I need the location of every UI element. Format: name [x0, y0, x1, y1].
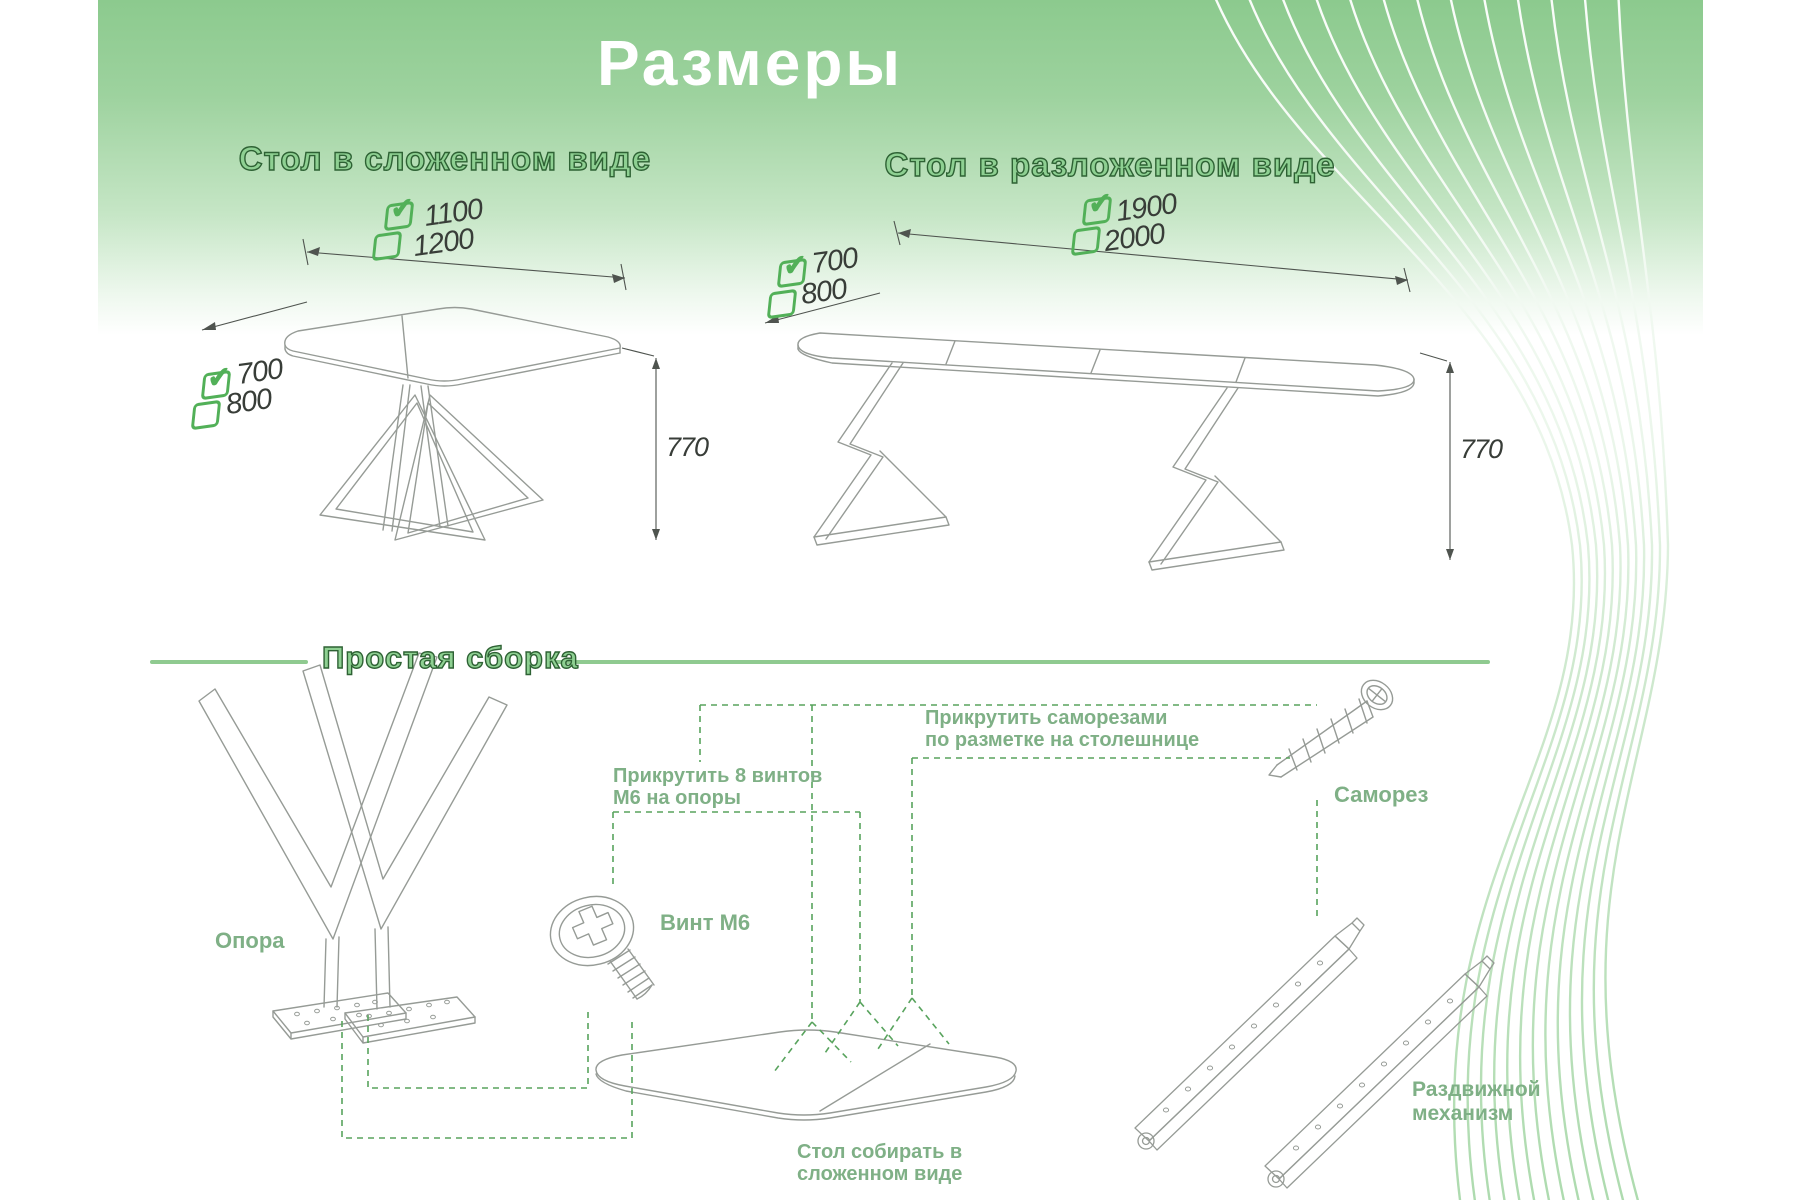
folded-depth-800-value: 800: [223, 383, 274, 422]
assembly-divider-left: [150, 660, 308, 664]
unfolded-section-heading: Стол в разложенном виде: [884, 145, 1336, 183]
support-label: Опора: [215, 928, 285, 953]
folded-height-value: 770: [666, 432, 709, 462]
note-screws: Прикрутить саморезами по разметке на сто…: [925, 707, 1200, 751]
bolt-m6-drawing: [549, 895, 655, 1000]
note-bolts: Прикрутить 8 винтов М6 на опоры: [613, 765, 823, 809]
screw-drawing: [1268, 679, 1394, 778]
page-title: Размеры: [596, 27, 904, 99]
assembly-heading: Простая сборка: [321, 639, 579, 675]
unfolded-table-drawing: [764, 220, 1454, 571]
unfolded-depth-800-value: 800: [798, 273, 849, 312]
bolt-label: Винт М6: [660, 910, 751, 935]
background-gradient: [98, 0, 1703, 1200]
assembly-divider-right: [553, 660, 1490, 664]
assembly-tabletop-drawing: [595, 1029, 1017, 1121]
folded-section-heading: Стол в сложенном виде: [238, 139, 652, 177]
unfolded-height-value: 770: [1460, 434, 1503, 464]
table-supports-drawing: [198, 652, 508, 1044]
sliding-mechanism-drawing: [1134, 917, 1495, 1189]
screw-label: Саморез: [1334, 782, 1429, 807]
decorative-swoosh-lines: [1215, 0, 1670, 1200]
folded-table-drawing: [201, 238, 660, 541]
note-fold-assembly: Стол собирать в сложенном виде: [797, 1141, 963, 1185]
mechanism-label: Раздвижной механизм: [1412, 1078, 1541, 1125]
